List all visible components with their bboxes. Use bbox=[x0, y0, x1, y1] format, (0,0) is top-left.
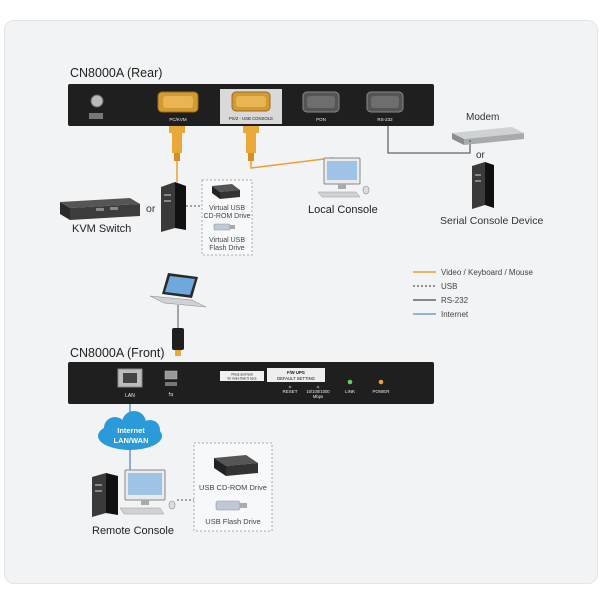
speed-led bbox=[316, 385, 320, 389]
rear-title: CN8000A (Rear) bbox=[70, 66, 162, 80]
lan-port bbox=[117, 368, 143, 388]
legend-rs232: RS-232 bbox=[441, 296, 469, 305]
cloud-line2: LAN/WAN bbox=[114, 436, 149, 445]
ps2-usb-console-port bbox=[220, 89, 282, 124]
reset-label: RESET bbox=[282, 389, 297, 394]
or-left-label: or bbox=[146, 203, 156, 215]
legend-video: Video / Keyboard / Mouse bbox=[441, 268, 533, 277]
or-right-label: or bbox=[476, 150, 486, 161]
virtual-cdrom-icon bbox=[212, 184, 240, 199]
remote-console-label: Remote Console bbox=[92, 525, 174, 537]
usb-cdrom-icon bbox=[214, 455, 258, 476]
serial-console-label: Serial Console Device bbox=[440, 215, 543, 227]
modem-icon bbox=[452, 127, 524, 145]
speed-line2: Mbps bbox=[313, 394, 323, 399]
usb-flash-icon bbox=[215, 500, 247, 511]
pc-kvm-label: PC/KVM bbox=[169, 117, 187, 122]
pon-label: PON bbox=[316, 117, 326, 122]
remote-console-monitor-icon bbox=[119, 469, 176, 515]
cn8000a-rear-unit: PC/KVM PS/2 - USB CONSOLE PON RS-232 bbox=[68, 84, 434, 126]
rs232-port bbox=[366, 91, 404, 113]
lan-label: LAN bbox=[125, 393, 135, 399]
speed-line1: 10/100/1000 bbox=[306, 389, 330, 394]
usb-symbol-icon: ⇆ bbox=[168, 391, 173, 398]
pc-tower-icon bbox=[161, 182, 186, 232]
virtual-flash-icon bbox=[213, 223, 235, 231]
link-label: LINK bbox=[345, 389, 355, 394]
pon-port bbox=[302, 91, 340, 113]
cloud-line1: Internet bbox=[117, 426, 145, 435]
local-console-icon bbox=[317, 157, 370, 198]
kvm-switch-label: KVM Switch bbox=[72, 223, 131, 235]
note-line1: Press and hold bbox=[231, 373, 252, 377]
pc-kvm-port bbox=[157, 91, 199, 113]
power-led bbox=[378, 379, 384, 385]
virtual-flash-line1: Virtual USB bbox=[209, 237, 245, 244]
laptop-icon bbox=[149, 273, 207, 308]
virtual-cdrom-line1: Virtual USB bbox=[209, 205, 245, 212]
cn8000a-front-unit: LAN ⇆ Press and hold for more than 5 sec… bbox=[68, 362, 434, 404]
virtual-flash-line2: Flash Drive bbox=[209, 245, 245, 252]
legend-internet: Internet bbox=[441, 310, 469, 319]
front-title: CN8000A (Front) bbox=[70, 346, 164, 360]
legend: Video / Keyboard / Mouse USB RS-232 Inte… bbox=[413, 268, 533, 319]
fw-ups-label-box bbox=[267, 368, 325, 382]
link-led bbox=[347, 379, 353, 385]
mini-usb-plug-icon bbox=[172, 328, 184, 356]
note-label-box bbox=[220, 371, 264, 381]
cloud-icon bbox=[98, 411, 162, 450]
rs232-label: RS-232 bbox=[377, 117, 393, 122]
vga-cable-pc-kvm bbox=[169, 126, 185, 182]
usb-flash-label: USB Flash Drive bbox=[205, 517, 260, 526]
serial-console-device-icon bbox=[472, 162, 494, 209]
modem-label: Modem bbox=[466, 112, 499, 123]
note-line2: for more than 5 secs bbox=[227, 377, 256, 381]
reset-button-dot bbox=[288, 385, 292, 389]
rs232-cable bbox=[387, 126, 471, 154]
virtual-cdrom-line2: CD-ROM Drive bbox=[203, 213, 250, 220]
usb-port bbox=[164, 370, 178, 386]
ps2-usb-console-label: PS/2 - USB CONSOLE bbox=[229, 116, 273, 121]
kvm-switch-icon bbox=[60, 198, 140, 220]
usb-cdrom-label: USB CD-ROM Drive bbox=[199, 483, 267, 492]
remote-console-tower-icon bbox=[92, 473, 118, 517]
power-jack-icon bbox=[90, 94, 104, 108]
vga-cable-console bbox=[243, 126, 333, 176]
default-setting-label: DEFAULT SETTING bbox=[277, 376, 315, 381]
fw-ups-label: F/W UPG bbox=[287, 370, 305, 375]
legend-usb: USB bbox=[441, 282, 457, 291]
local-console-label: Local Console bbox=[308, 204, 378, 216]
power-label: POWER bbox=[372, 389, 390, 394]
